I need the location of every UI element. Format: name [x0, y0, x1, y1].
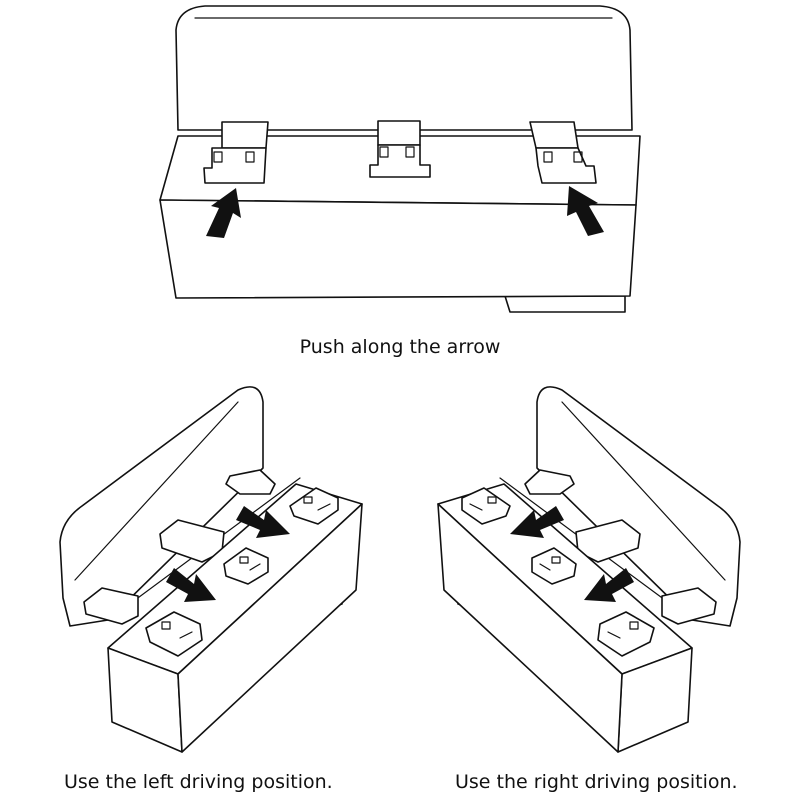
right-key-2 — [531, 547, 577, 585]
caption-right: Use the right driving position. — [455, 771, 738, 793]
arrow-up-icon — [206, 188, 241, 238]
right-key-3 — [597, 611, 655, 657]
right-panel — [437, 386, 741, 753]
arrow-down-right-icon — [236, 506, 290, 538]
left-tab-back — [225, 469, 276, 495]
arrow-down-left-icon — [510, 506, 564, 538]
top-panel — [159, 5, 641, 313]
arrow-up-icon — [567, 186, 604, 236]
top-base-front-face — [159, 199, 637, 299]
right-tab-front — [661, 587, 717, 625]
left-key-2 — [223, 547, 269, 585]
caption-top: Push along the arrow — [299, 336, 501, 358]
top-key-right — [529, 121, 597, 184]
left-base-side-face — [177, 503, 363, 753]
right-back-plate — [536, 386, 741, 627]
top-back-plate — [175, 5, 633, 131]
right-base-side-face — [437, 503, 623, 753]
arrow-down-right-icon — [166, 568, 216, 602]
top-key-middle — [369, 120, 431, 178]
left-key-3 — [145, 611, 203, 657]
left-back-plate — [59, 386, 264, 627]
left-panel — [59, 386, 363, 753]
right-tab-back — [524, 469, 575, 495]
left-key-1 — [289, 487, 339, 525]
top-base-foot — [504, 295, 626, 313]
right-key-1 — [461, 487, 511, 525]
top-key-left — [203, 121, 269, 184]
caption-left: Use the left driving position. — [64, 771, 333, 793]
left-tab-front — [83, 587, 139, 625]
arrow-down-left-icon — [584, 568, 634, 602]
